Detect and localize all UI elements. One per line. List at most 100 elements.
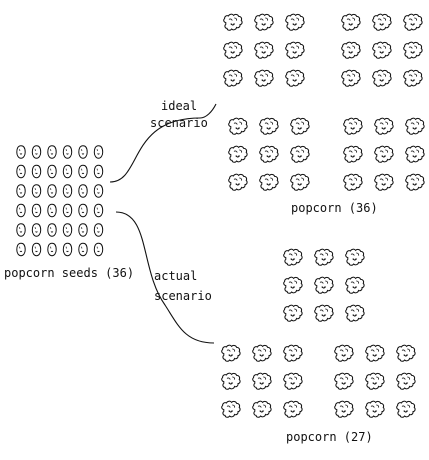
popped-popcorn — [343, 145, 363, 163]
popped-popcorn — [374, 117, 394, 135]
popped-popcorn — [283, 400, 303, 418]
popped-popcorn — [252, 400, 272, 418]
ideal-scenario-label-line1: ideal — [161, 99, 197, 113]
popcorn-seeds-label: popcorn seeds (36) — [4, 266, 134, 280]
actual-scenario-label-line2: scenario — [154, 289, 212, 303]
popcorn-seed — [47, 184, 57, 198]
popcorn-seed — [93, 242, 104, 257]
popped-popcorn — [223, 69, 243, 87]
popped-popcorn — [259, 117, 279, 135]
popped-popcorn — [334, 372, 354, 390]
popcorn-seed — [78, 242, 88, 257]
popped-popcorn — [405, 173, 425, 191]
popcorn-seed — [93, 203, 104, 218]
popcorn-seed — [16, 184, 26, 198]
popped-popcorn — [334, 400, 354, 418]
popcorn-seed — [62, 242, 73, 257]
popcorn-group — [221, 344, 303, 418]
popped-popcorn — [403, 41, 423, 59]
popped-popcorn — [228, 145, 248, 163]
popped-popcorn — [290, 117, 310, 135]
popcorn-seed — [47, 164, 57, 179]
popped-popcorn — [221, 372, 241, 390]
popped-popcorn — [372, 41, 392, 59]
ideal-popcorn-grid — [223, 13, 425, 191]
popped-popcorn — [365, 400, 385, 418]
popcorn-seed — [16, 242, 26, 257]
ideal-scenario-label-line2: scenario — [150, 116, 208, 130]
actual-popcorn-count-label: popcorn (27) — [286, 430, 373, 444]
popcorn-seed — [16, 164, 26, 179]
ideal-branch-curve — [109, 103, 217, 183]
popped-popcorn — [345, 304, 365, 322]
popped-popcorn — [223, 13, 243, 31]
popped-popcorn — [341, 69, 361, 87]
popcorn-seed — [78, 203, 88, 218]
popcorn-seed — [31, 184, 42, 198]
popped-popcorn — [374, 145, 394, 163]
popped-popcorn — [285, 13, 305, 31]
popped-popcorn — [396, 344, 416, 362]
popped-popcorn — [372, 69, 392, 87]
popcorn-seed — [47, 242, 57, 257]
popped-popcorn — [283, 276, 303, 294]
popcorn-seed — [78, 145, 88, 159]
popcorn-seed — [47, 223, 57, 237]
popped-popcorn — [343, 173, 363, 191]
popcorn-group — [223, 13, 305, 87]
popcorn-seed — [93, 164, 104, 179]
popcorn-seed — [93, 184, 104, 198]
popped-popcorn — [334, 344, 354, 362]
popcorn-seed — [78, 184, 88, 198]
popped-popcorn — [283, 344, 303, 362]
popcorn-group — [343, 117, 425, 191]
popcorn-seed — [16, 223, 26, 237]
popped-popcorn — [405, 145, 425, 163]
popped-popcorn — [283, 372, 303, 390]
popped-popcorn — [345, 276, 365, 294]
popped-popcorn — [254, 13, 274, 31]
popped-popcorn — [290, 173, 310, 191]
ideal-popcorn-count-label: popcorn (36) — [291, 201, 378, 215]
popcorn-seeds-grid — [16, 145, 104, 257]
popped-popcorn — [252, 372, 272, 390]
popped-popcorn — [283, 304, 303, 322]
popped-popcorn — [285, 41, 305, 59]
popcorn-group — [228, 117, 310, 191]
popcorn-seed — [62, 145, 73, 159]
popcorn-group — [334, 344, 416, 418]
popped-popcorn — [285, 69, 305, 87]
popcorn-seed — [31, 145, 42, 159]
popped-popcorn — [283, 248, 303, 266]
popped-popcorn — [254, 41, 274, 59]
popcorn-group — [341, 13, 423, 87]
popped-popcorn — [405, 117, 425, 135]
popped-popcorn — [228, 173, 248, 191]
popped-popcorn — [314, 304, 334, 322]
popped-popcorn — [396, 372, 416, 390]
popcorn-seed — [47, 145, 57, 159]
popcorn-seed — [62, 184, 73, 198]
popped-popcorn — [252, 344, 272, 362]
popped-popcorn — [221, 400, 241, 418]
popped-popcorn — [345, 248, 365, 266]
popcorn-seed — [62, 203, 73, 218]
popped-popcorn — [314, 248, 334, 266]
popcorn-seed — [78, 223, 88, 237]
popcorn-group — [283, 248, 365, 322]
popped-popcorn — [228, 117, 248, 135]
popcorn-seed — [16, 145, 26, 159]
popcorn-seed — [31, 223, 42, 237]
popped-popcorn — [290, 145, 310, 163]
popcorn-seed — [16, 203, 26, 218]
actual-popcorn-grid — [221, 248, 416, 418]
popcorn-seed — [93, 223, 104, 237]
actual-branch-curve — [115, 211, 215, 344]
popped-popcorn — [365, 344, 385, 362]
actual-scenario-label-line1: actual — [154, 269, 197, 283]
popcorn-seed — [62, 223, 73, 237]
popped-popcorn — [259, 145, 279, 163]
popped-popcorn — [403, 69, 423, 87]
popped-popcorn — [343, 117, 363, 135]
